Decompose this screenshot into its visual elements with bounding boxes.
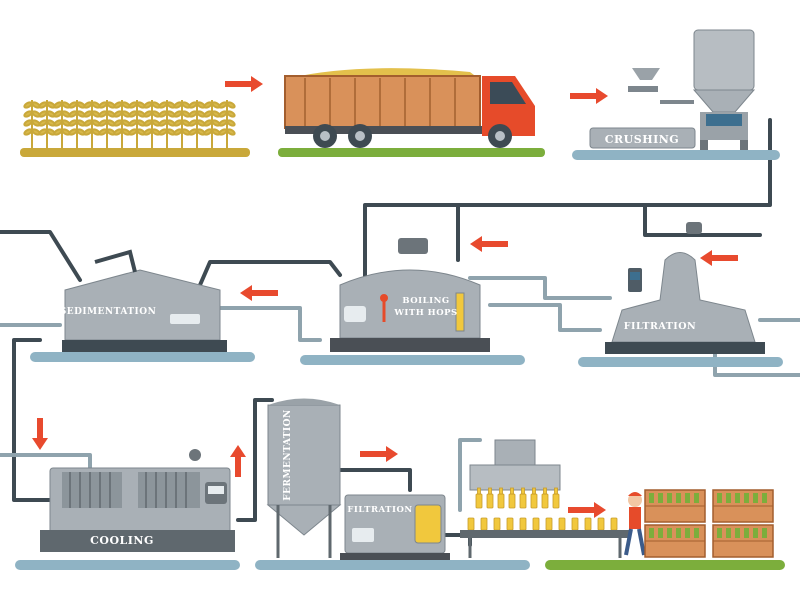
filtration-bottom-label: FILTRATION xyxy=(347,505,412,515)
fermentation-tank: FERMENTATION xyxy=(255,398,530,570)
arrow-icon xyxy=(32,418,48,450)
arrow-icon xyxy=(570,88,608,104)
sedimentation-tank: SEDIMENTATION xyxy=(30,249,255,362)
flow-arrows xyxy=(32,76,738,518)
cooling-label: COOLING xyxy=(90,534,154,547)
arrow-icon xyxy=(360,446,398,462)
cooling-unit: COOLING xyxy=(15,449,240,570)
arrow-icon xyxy=(470,236,508,252)
wheat-field-icon xyxy=(20,100,250,157)
crushing-machine: CRUSHING xyxy=(572,29,780,160)
filtration-lauter-tun: FILTRATION xyxy=(578,222,783,367)
sedimentation-label: SEDIMENTATION xyxy=(60,307,157,317)
boiling-label-line2: WITH HOPS xyxy=(393,308,457,318)
fermentation-label: FERMENTATION xyxy=(283,409,293,500)
arrow-icon xyxy=(240,285,278,301)
filtration-top-label: FILTRATION xyxy=(624,321,696,332)
crushing-label: CRUSHING xyxy=(605,133,679,146)
boiling-label-line1: BOILING xyxy=(402,296,449,306)
crate-icon xyxy=(644,489,774,558)
warehouse xyxy=(545,489,785,570)
arrow-icon xyxy=(568,502,606,518)
worker-icon xyxy=(624,492,646,556)
arrow-icon xyxy=(700,250,738,266)
arrow-icon xyxy=(225,76,263,92)
truck-icon xyxy=(278,68,545,157)
arrow-icon xyxy=(230,445,246,477)
boiling-kettle: BOILING WITH HOPS xyxy=(300,238,525,365)
bottling-line xyxy=(460,439,630,558)
filtration-filter-unit: FILTRATION xyxy=(340,494,450,560)
